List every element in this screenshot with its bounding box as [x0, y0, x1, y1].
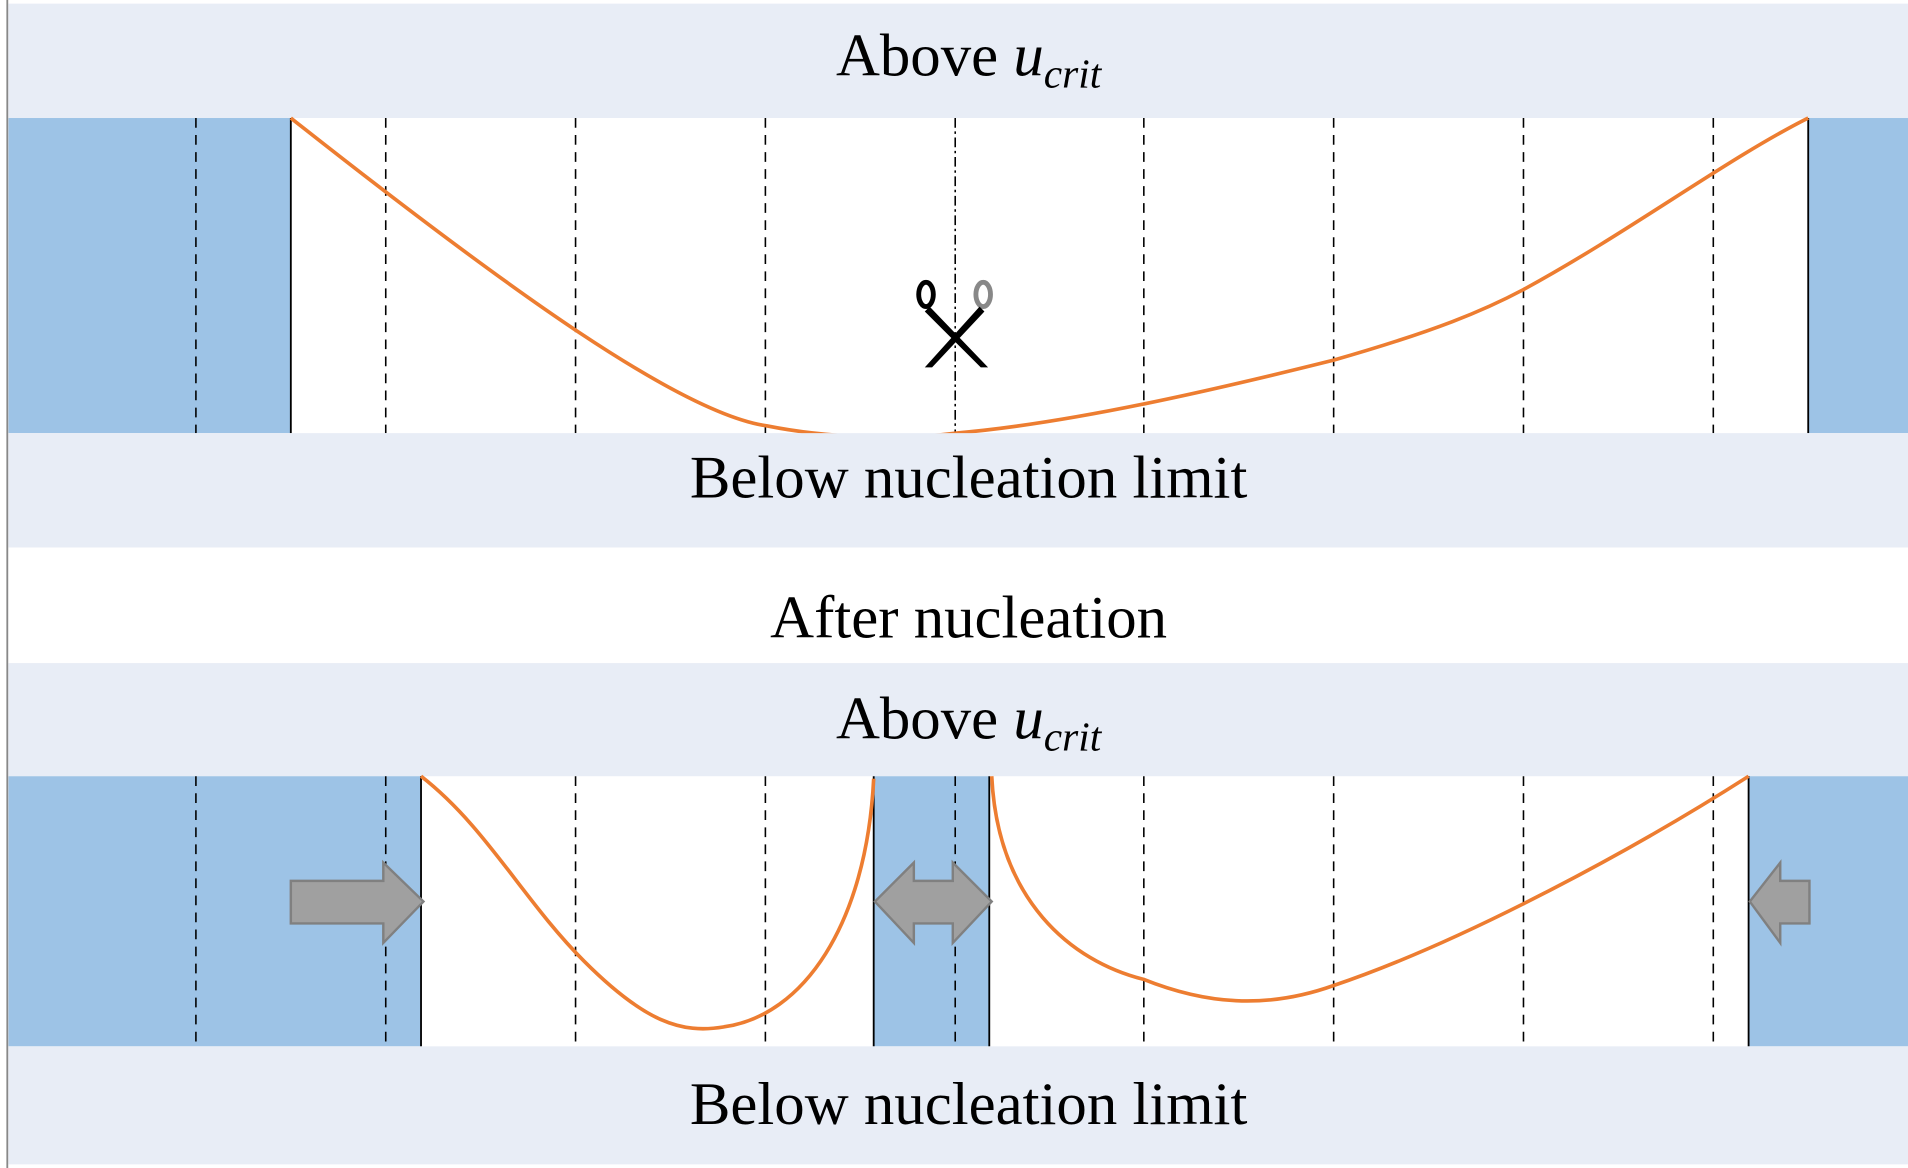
- bottom-below-band: [8, 1046, 1908, 1165]
- top-below-band: [8, 433, 1908, 548]
- top-below-label: Below nucleation limit: [690, 445, 1248, 512]
- scissors-icon: [916, 279, 993, 368]
- top-grid-lines: [195, 118, 1715, 434]
- bottom-above-band: [8, 663, 1908, 777]
- bottom-curve-left: [419, 774, 876, 1031]
- after-nucleation-label: After nucleation: [770, 585, 1167, 652]
- arrow-double-icon: [873, 859, 994, 946]
- bottom-above-label: Above ucrit: [836, 686, 1103, 760]
- bottom-curve-right: [989, 774, 1750, 1003]
- top-above-band: [8, 3, 1908, 119]
- bottom-below-label: Below nucleation limit: [690, 1071, 1248, 1138]
- arrow-right-icon: [289, 859, 426, 946]
- arrow-left-icon: [1748, 859, 1811, 947]
- top-above-label: Above ucrit: [836, 22, 1103, 96]
- top-region-left: [8, 118, 291, 434]
- bottom-grid-lines: [195, 776, 1715, 1047]
- top-region-right: [1808, 118, 1908, 434]
- top-curve: [289, 116, 1810, 440]
- bottom-boundaries: [420, 776, 1750, 1047]
